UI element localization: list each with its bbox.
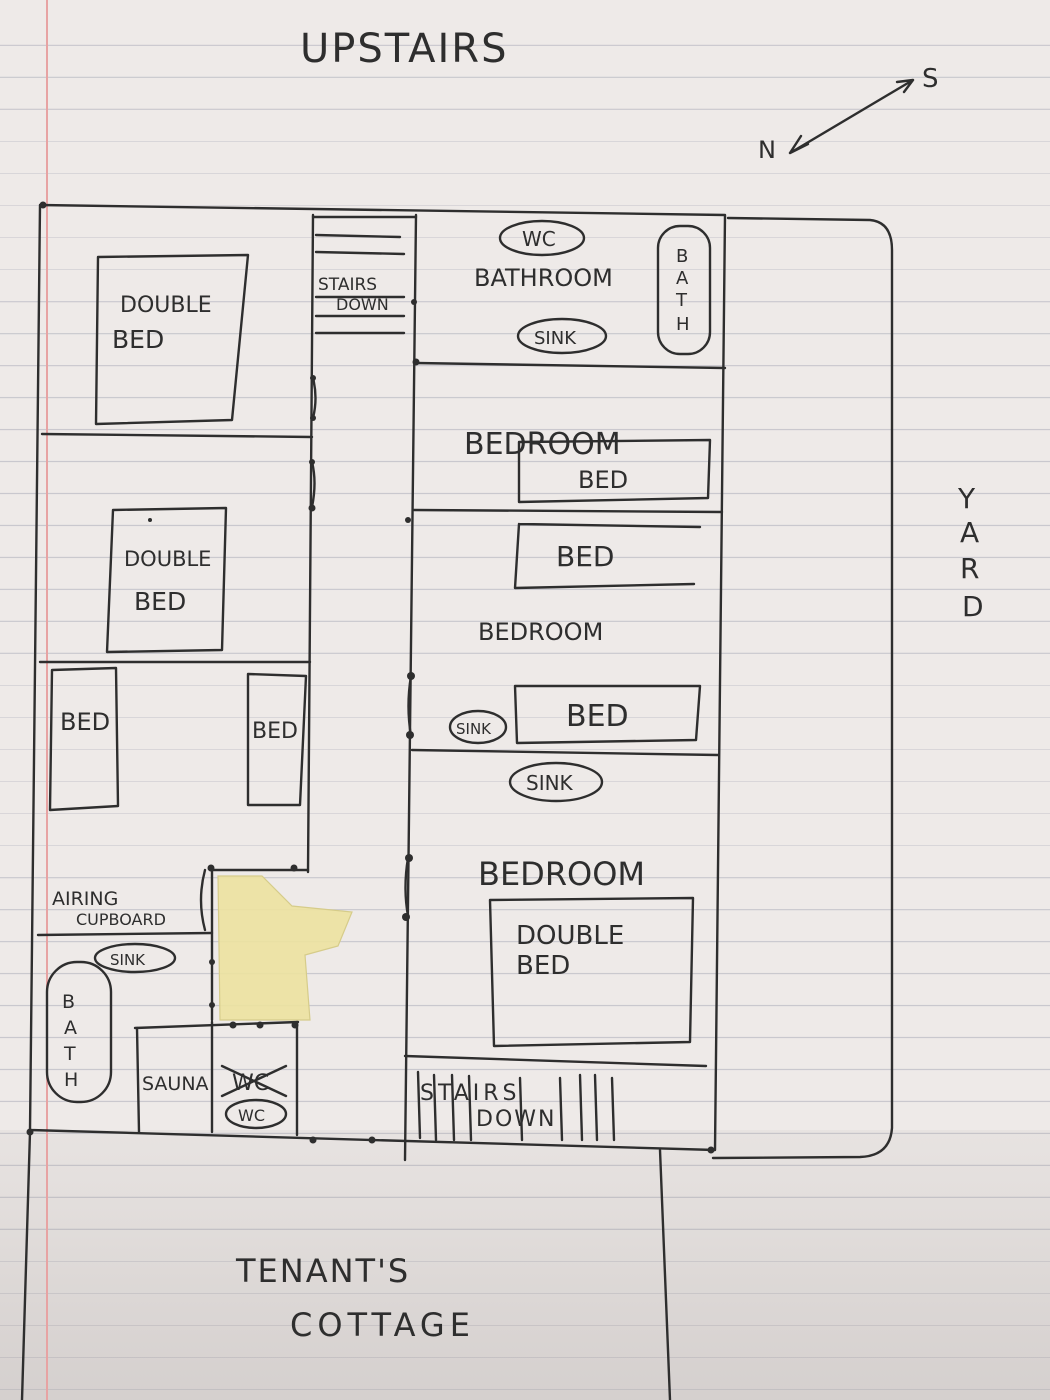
lower-sink-label: SINK <box>110 951 146 969</box>
sink-bedroom-b <box>448 709 508 745</box>
lower-wc-label: WC <box>238 1106 265 1125</box>
stairs-bottom-line2: DOWN <box>476 1107 556 1132</box>
bath-lower <box>45 960 113 1104</box>
bed-bedroom-b-top <box>513 522 702 590</box>
bathroom-title: BATHROOM <box>474 264 613 292</box>
wall-bedroom-c-stairs <box>403 1054 708 1068</box>
double-bed-room2 <box>105 506 228 654</box>
sauna-label: SAUNA <box>142 1073 209 1095</box>
margin-line <box>46 0 48 1400</box>
double-bed-room1 <box>94 253 250 426</box>
lower-bath-a: A <box>64 1017 77 1039</box>
lower-bath-t: T <box>63 1043 76 1065</box>
bath-bathroom <box>656 224 712 356</box>
yard-a: A <box>960 516 979 549</box>
bed-bedroom-b-bottom <box>513 684 702 745</box>
bedroom-c-sink: SINK <box>526 771 574 795</box>
single-bed-right <box>246 672 308 807</box>
bathroom-wc-label: WC <box>522 227 556 251</box>
compass-north: N <box>758 136 776 164</box>
wc-lower <box>224 1098 288 1130</box>
cottage-line2: COTTAGE <box>290 1306 475 1344</box>
single-bed-left <box>48 666 120 812</box>
wc-crossed-label: WC <box>232 1071 269 1096</box>
bedroom-c-bed-line1: DOUBLE <box>516 921 624 951</box>
compass-arrow <box>788 78 915 155</box>
room3-bed-right: BED <box>252 719 298 744</box>
bedroom-c-title: BEDROOM <box>478 855 645 893</box>
wall-airing-top <box>36 931 214 937</box>
wall-bedroom-b-c <box>410 748 720 757</box>
bedroom-b-bed-bottom: BED <box>566 699 629 734</box>
stairs-top-line2: DOWN <box>336 295 389 314</box>
bathroom-bath-h: H <box>676 314 690 335</box>
bedroom-a-title: BEDROOM <box>464 427 621 462</box>
bedroom-b-sink: SINK <box>456 720 492 738</box>
shadow-area <box>0 1130 1050 1400</box>
airing-line2: CUPBOARD <box>76 910 166 929</box>
masking-tape <box>218 876 352 1020</box>
left-corridor-wall <box>306 213 315 874</box>
yard-y: Y <box>957 482 976 515</box>
wall-room1-room2 <box>40 432 314 439</box>
bathroom-sink-label: SINK <box>534 328 577 349</box>
airing-line1: AIRING <box>52 888 118 910</box>
lower-bath-h: H <box>64 1069 78 1091</box>
cottage-line1: TENANT'S <box>235 1252 410 1290</box>
room1-bed-line2: BED <box>112 325 164 354</box>
wc-bathroom <box>498 219 586 257</box>
room3-bed-left: BED <box>60 708 110 736</box>
wall-bedroom-a-b <box>412 508 724 514</box>
bedroom-a-bed: BED <box>578 466 628 494</box>
bathroom-bath-a: A <box>676 268 689 289</box>
lower-bath-b: B <box>62 991 75 1013</box>
yard-r: R <box>960 552 979 585</box>
bathroom-bath-b: B <box>676 246 688 267</box>
bedroom-c-bed-line2: BED <box>516 951 570 981</box>
wall-sauna-left <box>135 1026 141 1134</box>
sink-bedroom-c <box>508 761 604 803</box>
bed-bedroom-a <box>517 438 712 504</box>
yard-d: D <box>962 590 984 623</box>
house-outline <box>28 203 727 1152</box>
yard-outline <box>711 216 894 1160</box>
bathroom-bath-t: T <box>675 290 688 311</box>
stairs-top-line1: STAIRS <box>318 275 377 295</box>
compass-south: S <box>922 64 939 94</box>
bedroom-b-title: BEDROOM <box>478 618 603 646</box>
room2-bed-line1: DOUBLE <box>124 547 211 571</box>
wall-sauna-top <box>133 1020 300 1030</box>
stairs-bottom-line1: STAIRS <box>420 1081 520 1106</box>
room1-bed-line1: DOUBLE <box>120 293 212 318</box>
page-title: UPSTAIRS <box>300 26 508 72</box>
room2-bed-line2: BED <box>134 587 186 616</box>
wall-bathroom-bedroom <box>414 361 727 370</box>
bedroom-b-bed-top: BED <box>556 540 614 573</box>
cottage-outline <box>20 1130 672 1400</box>
double-bed-bedroom-c <box>488 896 695 1048</box>
sink-bathroom <box>516 317 608 355</box>
sink-lower <box>93 942 177 974</box>
